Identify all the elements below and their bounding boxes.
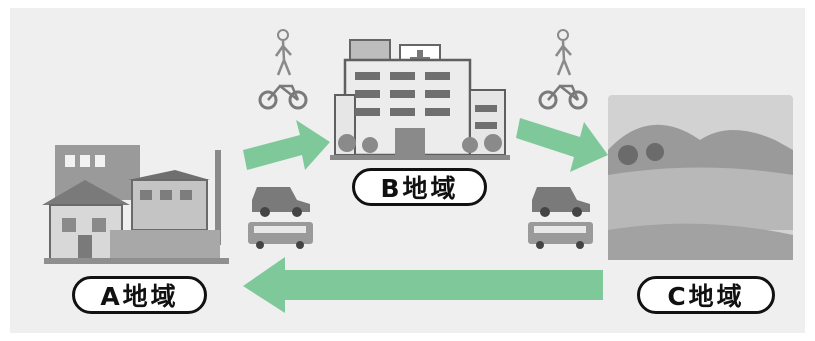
arrow-b-to-c [516,118,608,172]
region-b-label: B地域 [352,168,487,206]
arrow-c-to-a [243,257,603,313]
bus-icon [248,222,313,249]
arrow-a-to-b [243,120,330,170]
car-icon [252,187,310,217]
car-icon [532,187,590,217]
person-walking-icon [554,29,572,76]
region-c-label: C地域 [637,276,775,314]
bicycle-icon [258,84,308,110]
hospital-icon [330,39,510,160]
houses-icon [42,145,229,264]
region-a-label: A地域 [72,276,207,314]
landscape-icon [608,95,793,260]
bicycle-icon [538,84,588,110]
person-walking-icon [274,29,292,76]
bus-icon [528,222,593,249]
